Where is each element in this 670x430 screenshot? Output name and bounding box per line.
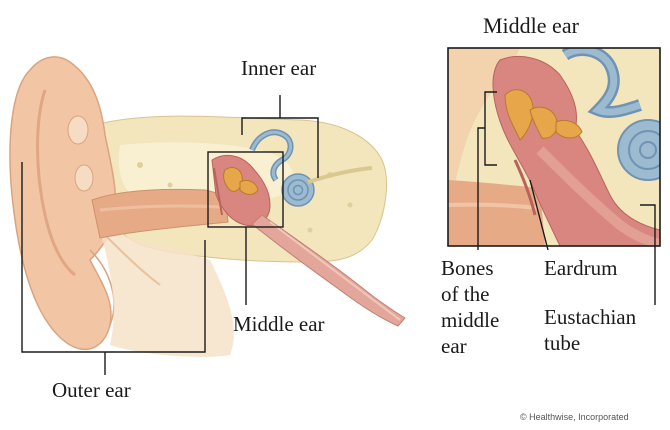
outer-ear-label: Outer ear <box>52 378 131 402</box>
eardrum-label: Eardrum <box>544 256 617 280</box>
inner-ear-label: Inner ear <box>241 56 316 80</box>
inset-title: Middle ear <box>483 14 579 38</box>
bones-label-line3: middle <box>441 308 499 332</box>
copyright-text: © Healthwise, Incorporated <box>520 412 629 422</box>
eustachian-label-line1: Eustachian <box>544 305 636 329</box>
eustachian-label-line2: tube <box>544 331 580 355</box>
bones-label-line1: Bones <box>441 256 494 280</box>
middle-ear-label: Middle ear <box>233 312 325 336</box>
bones-label-line2: of the <box>441 282 489 306</box>
bones-label-line4: ear <box>441 334 467 358</box>
